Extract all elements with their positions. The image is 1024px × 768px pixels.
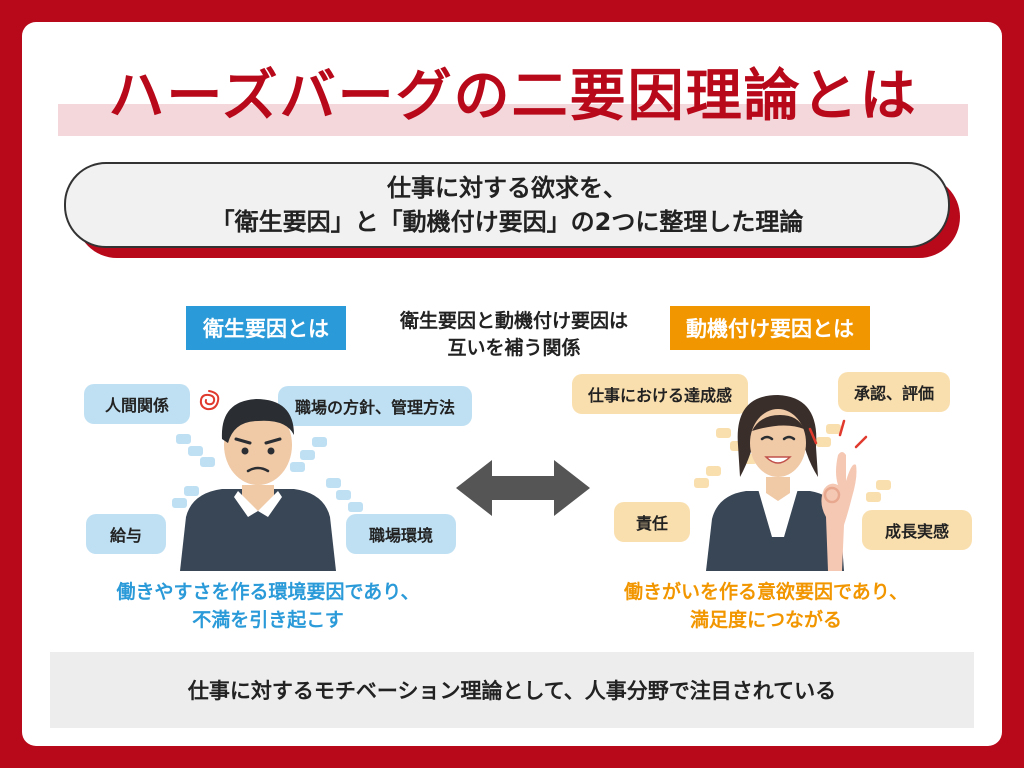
thought-dot: [184, 486, 199, 496]
frustration-scribble-icon: [199, 390, 220, 411]
motivator-bubble-responsibility: 責任: [614, 502, 690, 542]
thought-dot: [742, 454, 757, 464]
thought-dot: [312, 437, 327, 447]
thought-dot: [706, 466, 721, 476]
motivator-bubble-recognition: 承認、評価: [838, 372, 950, 412]
hygiene-description-line-2: 不満を引き起こす: [192, 609, 344, 631]
hygiene-description-line-1: 働きやすさを作る環境要因であり、: [116, 581, 420, 603]
double-arrow-icon: [456, 460, 590, 516]
thought-dot: [694, 478, 709, 488]
thought-dot: [336, 490, 351, 500]
hygiene-label: 衛生要因とは: [186, 306, 346, 350]
summary-line-2: 「衛生要因」と「動機付け要因」の2つに整理した理論: [210, 208, 804, 236]
footer-note: 仕事に対するモチベーション理論として、人事分野で注目されている: [50, 652, 974, 728]
thought-dot: [826, 424, 841, 434]
relation-text: 衛生要因と動機付け要因は 互いを補う関係: [350, 308, 678, 362]
motivator-description-line-1: 働きがいを作る意欲要因であり、: [623, 581, 909, 603]
thought-dot: [716, 428, 731, 438]
motivator-description-line-2: 満足度につながる: [689, 609, 842, 631]
thought-dot: [348, 502, 363, 512]
title-area: ハーズバーグの二要因理論とは: [58, 60, 968, 142]
hygiene-bubble-salary: 給与: [86, 514, 166, 554]
thought-dot: [176, 434, 191, 444]
title-highlight: [58, 104, 968, 136]
motivator-description: 働きがいを作る意欲要因であり、 満足度につながる: [576, 578, 956, 634]
thought-dot: [300, 450, 315, 460]
thought-dot: [730, 441, 745, 451]
smiling-woman-illustration: [706, 395, 868, 571]
motivator-bubble-growth: 成長実感: [862, 510, 972, 550]
motivator-bubble-achievement: 仕事における達成感: [572, 374, 748, 414]
hygiene-description: 働きやすさを作る環境要因であり、 不満を引き起こす: [78, 578, 458, 634]
hygiene-bubble-environment: 職場環境: [346, 514, 456, 554]
thought-dot: [200, 457, 215, 467]
relation-line-2: 互いを補う関係: [447, 337, 581, 359]
thought-dot: [816, 437, 831, 447]
thought-dot: [290, 462, 305, 472]
summary-box: 仕事に対する欲求を、 「衛生要因」と「動機付け要因」の2つに整理した理論: [64, 162, 950, 248]
hygiene-bubble-policy: 職場の方針、管理方法: [278, 386, 472, 426]
worried-man-illustration: [180, 399, 336, 571]
hygiene-bubble-relationships: 人間関係: [84, 384, 190, 424]
thought-dot: [326, 478, 341, 488]
motivator-label: 動機付け要因とは: [670, 306, 870, 350]
thought-dot: [188, 446, 203, 456]
thought-dot: [866, 492, 881, 502]
relation-line-1: 衛生要因と動機付け要因は: [399, 310, 628, 332]
summary-line-1: 仕事に対する欲求を、: [387, 174, 627, 202]
page-title: ハーズバーグの二要因理論とは: [108, 64, 918, 129]
thought-dot: [172, 498, 187, 508]
thought-dot: [876, 480, 891, 490]
